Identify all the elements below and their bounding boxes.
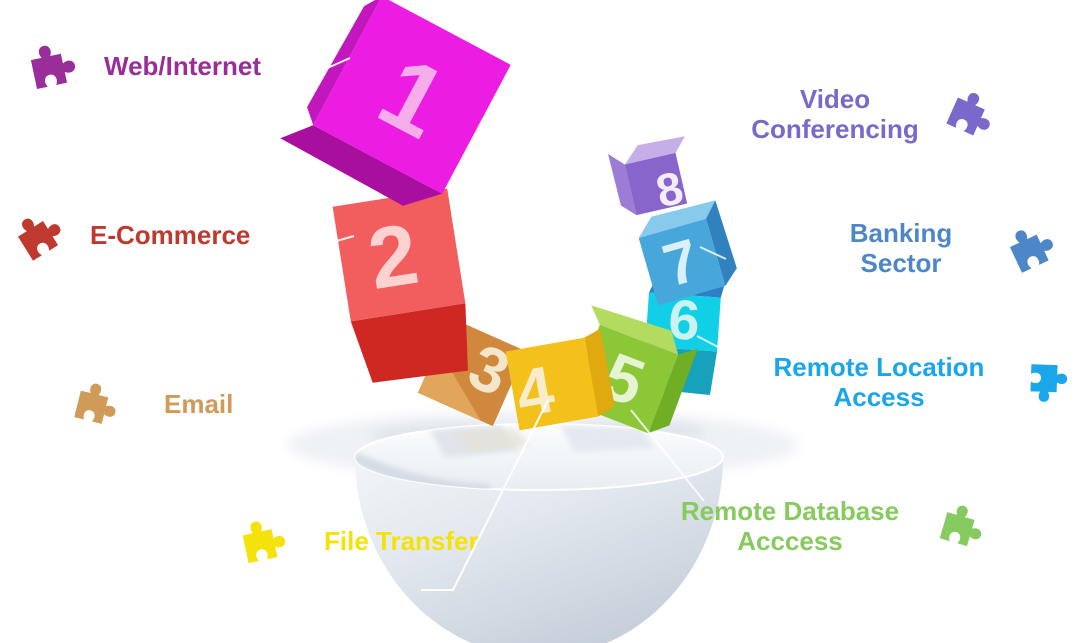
label-text-line1: Banking (849, 218, 953, 248)
label-email: Email (72, 380, 233, 428)
puzzle-icon (938, 81, 1004, 147)
label-text: Web/Internet (104, 51, 261, 81)
label-text: E-Commerce (90, 220, 251, 250)
puzzle-icon (67, 375, 125, 433)
label-text-line2: Access (833, 382, 925, 412)
label-text-line2: Sector (860, 248, 942, 278)
label-e-commerce: E-Commerce (12, 205, 251, 261)
label-remote-database-access: Remote Database Acccess (668, 496, 988, 556)
label-text: File Transfer (324, 526, 479, 556)
cube-2: 2 (332, 188, 468, 383)
label-banking-sector: Banking Sector (806, 218, 1059, 278)
label-video-conferencing: Video Conferencing (740, 84, 1000, 144)
label-text-line1: Remote Location (773, 352, 985, 382)
label-text-line2: Acccess (737, 526, 843, 556)
puzzle-icon (932, 496, 991, 555)
cube-7: 7 (638, 200, 737, 306)
label-text-line1: Remote Database (680, 496, 900, 526)
label-text-line2: Conferencing (751, 114, 919, 144)
puzzle-icon (5, 201, 74, 270)
puzzle-icon (21, 35, 83, 97)
label-text-line1: Video (799, 84, 871, 114)
puzzle-icon (998, 215, 1064, 281)
cube-1: 1 (280, 0, 511, 206)
label-remote-location-access: Remote Location Access (759, 352, 1071, 412)
label-text: Email (164, 389, 234, 419)
cube-8: 8 (608, 136, 688, 217)
puzzle-icon (233, 511, 292, 570)
label-web-internet: Web/Internet (26, 40, 261, 92)
puzzle-icon (1024, 358, 1072, 406)
label-file-transfer: File Transfer (238, 516, 479, 566)
